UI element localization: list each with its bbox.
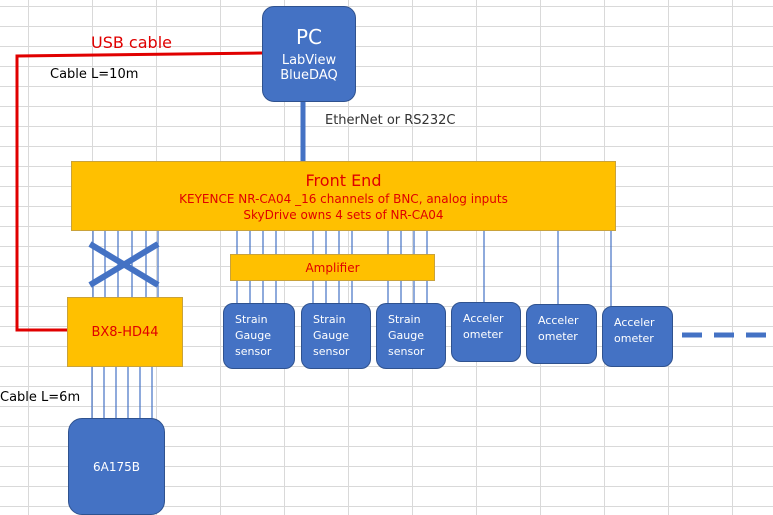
strain-sensor-1: Strain Gauge sensor [223, 303, 295, 369]
accelerometer-line1: Acceler [463, 312, 504, 325]
usb-cable-label: USB cable [91, 33, 172, 52]
box-6a175b: 6A175B [68, 418, 165, 515]
strain-sensor-line3: sensor [388, 345, 425, 358]
pc-line1: LabView [281, 53, 337, 68]
strain-sensor-line3: sensor [235, 345, 272, 358]
cable-10m-label: Cable L=10m [50, 67, 139, 82]
usb-cable-line [15, 51, 263, 332]
bx8-box: BX8-HD44 [67, 297, 183, 367]
accelerometer-line1: Acceler [538, 314, 579, 327]
front-end-box: Front End KEYENCE NR-CA04 _16 channels o… [71, 161, 616, 231]
box-6a175b-label: 6A175B [93, 459, 140, 474]
front-end-line1: KEYENCE NR-CA04 _16 channels of BNC, ana… [179, 191, 508, 206]
fe-bx8-wires [92, 231, 159, 298]
strain-sensor-line1: Strain [313, 313, 346, 326]
pc-box: PC LabView BlueDAQ [262, 6, 356, 102]
strain-sensor-3: Strain Gauge sensor [376, 303, 446, 369]
accelerometer-line2: ometer [463, 328, 503, 341]
front-end-title: Front End [305, 170, 382, 190]
accel-wires [483, 231, 612, 306]
accelerometer-line1: Acceler [614, 316, 655, 329]
cross-mark [88, 241, 160, 288]
strain-sensor-line1: Strain [235, 313, 268, 326]
bx8-6a-wires [91, 367, 153, 419]
cable-6m-label: Cable L=6m [0, 390, 81, 405]
accelerometer-3: Acceler ometer [602, 306, 673, 367]
strain-sensor-line2: Gauge [313, 329, 349, 342]
strain-sensor-line1: Strain [388, 313, 421, 326]
accelerometer-2: Acceler ometer [526, 304, 597, 364]
strain-wires [236, 231, 428, 304]
ethernet-label: EtherNet or RS232C [325, 113, 456, 128]
amplifier-label: Amplifier [305, 260, 360, 275]
pc-title: PC [295, 25, 323, 49]
strain-sensor-line2: Gauge [388, 329, 424, 342]
amplifier-box: Amplifier [230, 254, 435, 281]
bx8-label: BX8-HD44 [91, 324, 159, 340]
strain-sensor-line2: Gauge [235, 329, 271, 342]
accelerometer-line2: ometer [614, 332, 654, 345]
strain-sensor-2: Strain Gauge sensor [301, 303, 371, 369]
front-end-line2: SkyDrive owns 4 sets of NR-CA04 [243, 207, 444, 222]
strain-sensor-line3: sensor [313, 345, 350, 358]
pc-line2: BlueDAQ [280, 68, 338, 83]
accelerometer-1: Acceler ometer [451, 302, 521, 362]
accelerometer-line2: ometer [538, 330, 578, 343]
